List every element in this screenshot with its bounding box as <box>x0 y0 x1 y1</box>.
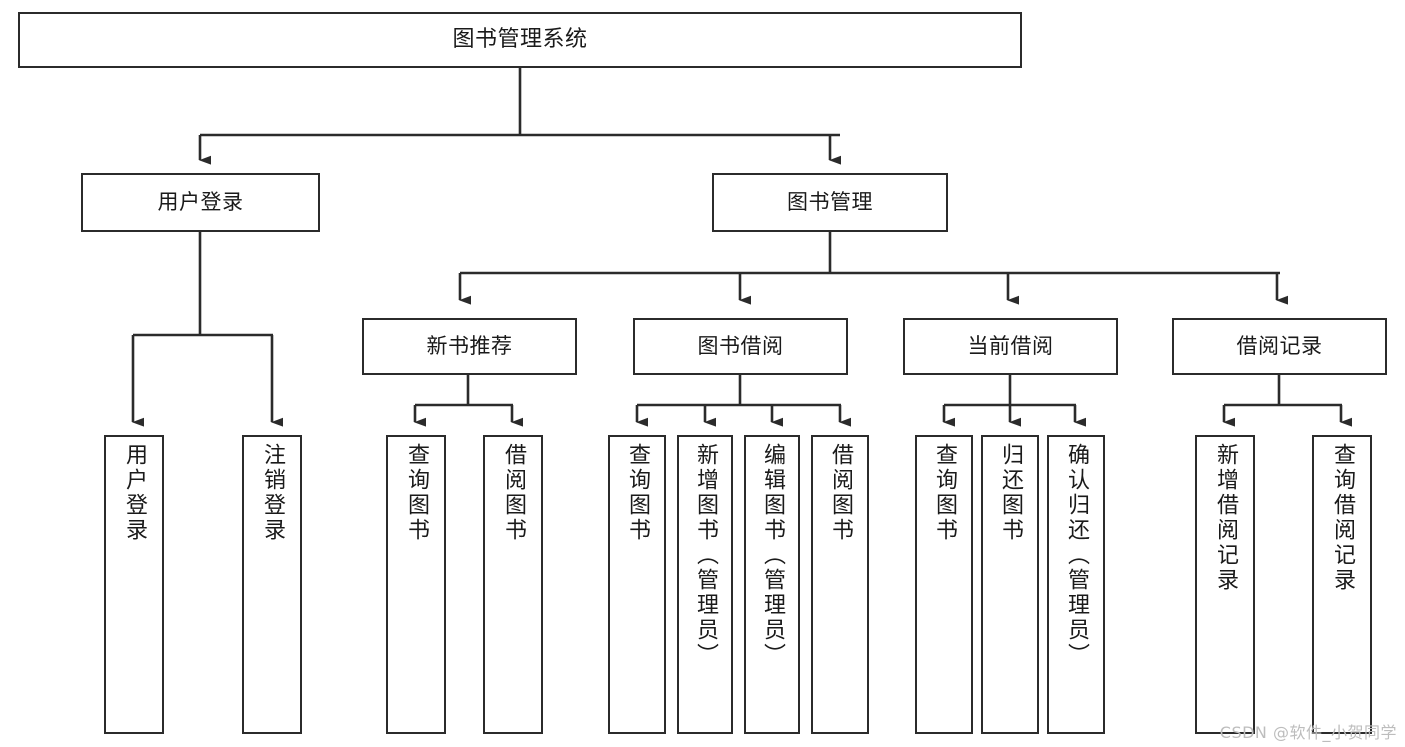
leaf-current-return-book[interactable]: 归还图书 <box>981 435 1039 734</box>
node-label: 查询图书 <box>932 443 957 543</box>
node-label: 新增借阅记录 <box>1213 443 1238 593</box>
leaf-borrow-query-book[interactable]: 查询图书 <box>608 435 666 734</box>
leaf-recommend-borrow-book[interactable]: 借阅图书 <box>483 435 543 734</box>
node-current-borrow[interactable]: 当前借阅 <box>903 318 1118 375</box>
leaf-record-query-record[interactable]: 查询借阅记录 <box>1312 435 1372 734</box>
node-book-management[interactable]: 图书管理 <box>712 173 948 232</box>
node-label: 查询借阅记录 <box>1330 443 1355 593</box>
node-borrow-record[interactable]: 借阅记录 <box>1172 318 1387 375</box>
node-label: 用户登录 <box>122 443 147 543</box>
node-book-borrow[interactable]: 图书借阅 <box>633 318 848 375</box>
node-label: 用户登录 <box>157 190 244 215</box>
leaf-borrow-add-book-admin[interactable]: 新增图书（管理员） <box>677 435 733 734</box>
node-root-system[interactable]: 图书管理系统 <box>18 12 1022 68</box>
node-label: 图书借阅 <box>697 334 784 359</box>
node-label: 查询图书 <box>625 443 650 543</box>
node-label: 新书推荐 <box>426 334 513 359</box>
node-label: 确认归还（管理员） <box>1064 443 1089 668</box>
node-user-login[interactable]: 用户登录 <box>81 173 320 232</box>
leaf-borrow-borrow-book[interactable]: 借阅图书 <box>811 435 869 734</box>
node-label: 借阅图书 <box>828 443 853 543</box>
leaf-user-logout[interactable]: 注销登录 <box>242 435 302 734</box>
leaf-recommend-query-book[interactable]: 查询图书 <box>386 435 446 734</box>
node-new-book-recommend[interactable]: 新书推荐 <box>362 318 577 375</box>
node-label: 当前借阅 <box>967 334 1054 359</box>
leaf-record-add-record[interactable]: 新增借阅记录 <box>1195 435 1255 734</box>
node-label: 借阅图书 <box>501 443 526 543</box>
leaf-borrow-edit-book-admin[interactable]: 编辑图书（管理员） <box>744 435 800 734</box>
node-label: 新增图书（管理员） <box>693 443 718 668</box>
node-label: 图书管理 <box>787 190 873 215</box>
node-label: 编辑图书（管理员） <box>760 443 785 668</box>
leaf-current-query-book[interactable]: 查询图书 <box>915 435 973 734</box>
watermark: CSDN @软件_小贺同学 <box>1219 723 1397 742</box>
leaf-user-login[interactable]: 用户登录 <box>104 435 164 734</box>
node-label: 归还图书 <box>998 443 1023 543</box>
node-label: 注销登录 <box>260 443 285 543</box>
node-label: 图书管理系统 <box>452 27 588 53</box>
node-label: 查询图书 <box>404 443 429 543</box>
leaf-current-confirm-return-admin[interactable]: 确认归还（管理员） <box>1047 435 1105 734</box>
node-label: 借阅记录 <box>1236 334 1323 359</box>
